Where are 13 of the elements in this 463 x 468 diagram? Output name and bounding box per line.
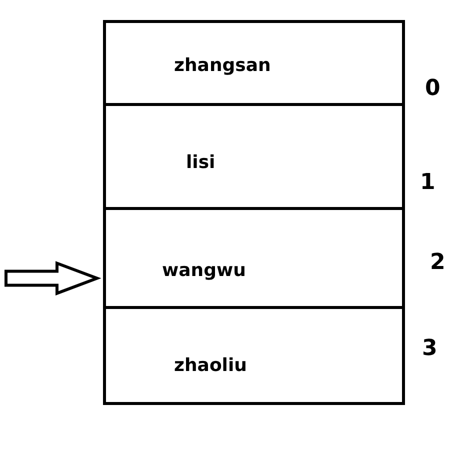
index-number: 3 xyxy=(422,336,438,361)
index-number: 2 xyxy=(430,250,446,275)
arrow xyxy=(4,261,102,296)
array-cell xyxy=(103,103,405,207)
cell-text: lisi xyxy=(186,152,216,173)
array-cell xyxy=(103,306,405,405)
index-number: 0 xyxy=(425,76,440,101)
index-number: 1 xyxy=(420,170,436,195)
array-cell xyxy=(103,20,405,103)
cell-text: zhaoliu xyxy=(174,355,247,376)
cell-text: wangwu xyxy=(162,260,246,281)
cell-text: zhangsan xyxy=(174,55,271,76)
array-cell xyxy=(103,207,405,306)
